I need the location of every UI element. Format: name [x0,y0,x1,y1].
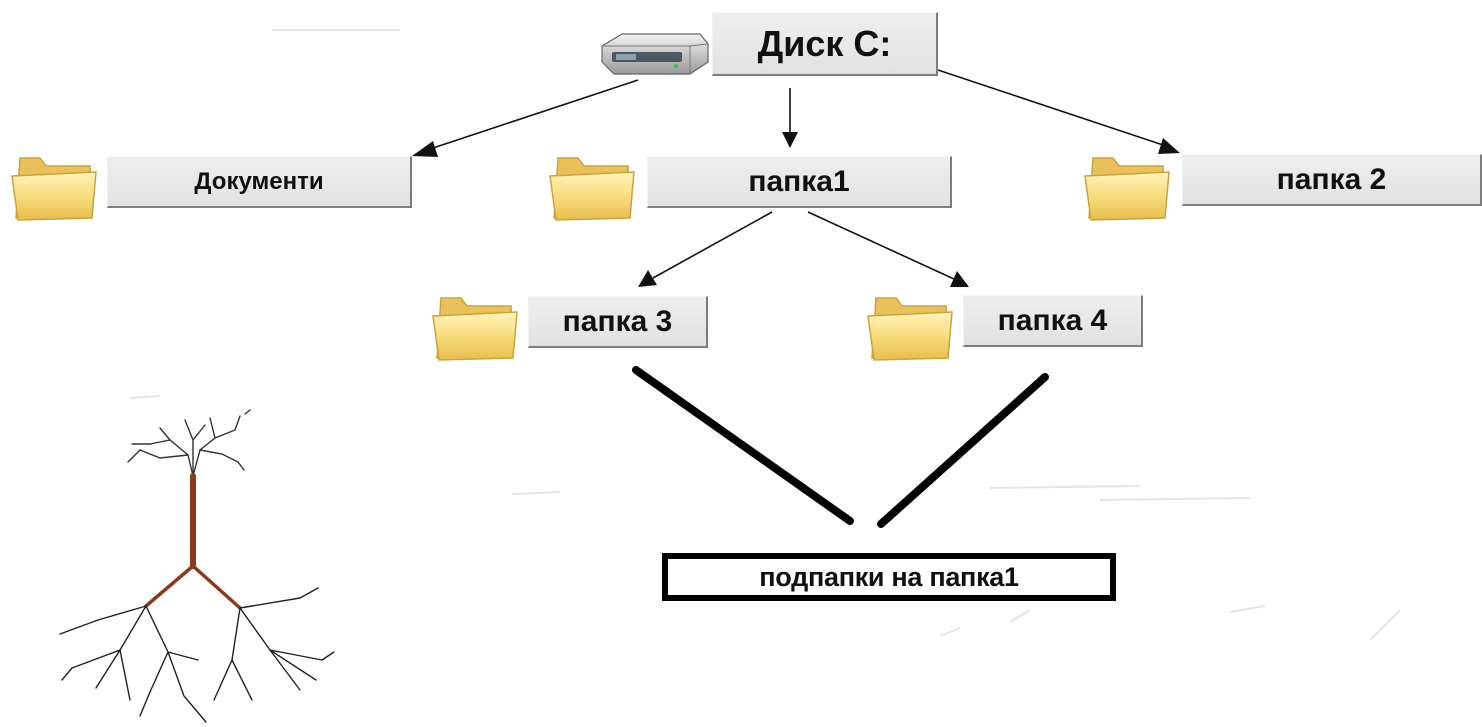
folder-label-text: папка 4 [997,303,1108,337]
folder-label-papka1[interactable]: папка1 [647,156,952,208]
folder-label-papka4[interactable]: папка 4 [963,295,1143,347]
hard-drive-icon [601,33,709,75]
folder-label-papka2[interactable]: папка 2 [1182,154,1482,206]
folder-icon [1084,157,1170,221]
arrow-papka1-to-papka4 [807,211,969,287]
arrow-papka1-to-papka3 [638,211,773,287]
folder-label-text: Документи [194,167,324,195]
folder-icon [549,157,635,221]
folder-icon [11,157,97,221]
root-drive-label-text: Диск С: [757,22,892,64]
background-artifacts [129,29,1401,641]
arrow-root-to-dokumenti [412,79,639,157]
folder-label-text: папка 2 [1276,162,1387,196]
folder-icon [867,297,953,361]
arrow-root-to-papka2 [937,69,1180,154]
folder-label-text: папка1 [748,164,850,198]
root-drive-label[interactable]: Диск С: [712,12,938,76]
subfolders-caption-text: подпапки на папка1 [759,561,1019,592]
folder-label-papka3[interactable]: папка 3 [528,296,708,348]
subfolders-caption: подпапки на папка1 [662,553,1116,601]
folder-label-text: папка 3 [562,304,673,338]
arrow-root-to-papka1 [782,88,798,148]
bracket-lines [632,366,1049,528]
folder-label-dokumenti[interactable]: Документи [107,156,412,208]
folder-icon [432,297,518,361]
tree-with-roots-icon [59,409,335,723]
